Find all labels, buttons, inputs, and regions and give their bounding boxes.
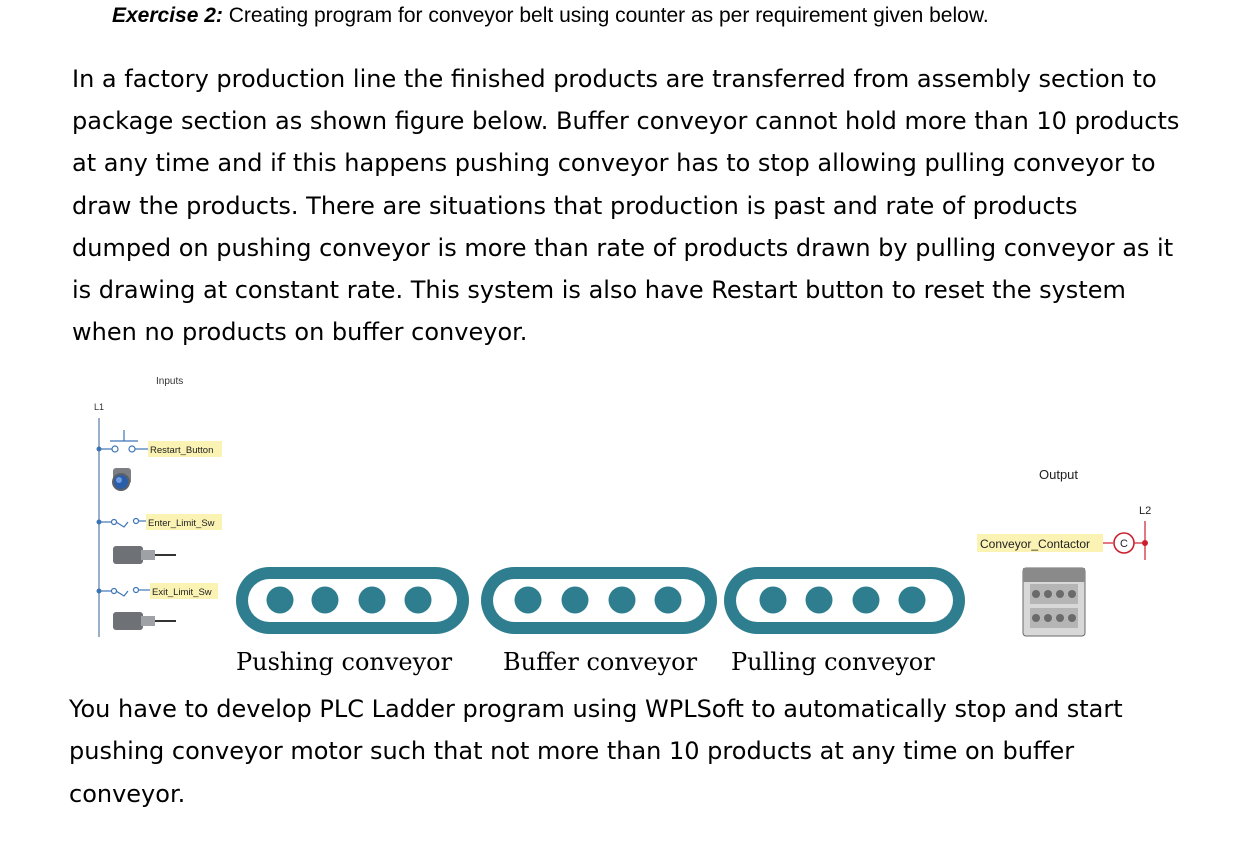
conveyor-roller [898,586,926,614]
task-line: conveyor. [69,779,186,808]
limit-switch-icon [113,612,176,630]
conveyor-roller [561,586,589,614]
pulling-conveyor [724,567,965,634]
conveyor-contactor-label: Conveyor_Contactor [980,537,1090,551]
intro-line: at any time and if this happens pushing … [72,149,1156,178]
exercise-heading: Exercise 2: Creating program for conveyo… [112,4,989,28]
limit-switch-lever [115,521,129,528]
label-highlight [146,514,222,530]
conveyor-roller [266,586,294,614]
conveyor-roller [654,586,682,614]
exercise-label: Exercise 2: [112,4,223,27]
exit-limit-label: Exit_Limit_Sw [152,587,212,598]
pushing-conveyor-label: Pushing conveyor [236,648,453,676]
restart-button-label: Restart_Button [150,445,213,456]
label-highlight [148,441,222,457]
buffer-conveyor-label: Buffer conveyor [503,648,698,676]
pulling-conveyor-label: Pulling conveyor [731,648,935,676]
exit-limit-rung: Exit_Limit_Sw [96,583,218,630]
intro-line: dumped on pushing conveyor is more than … [72,233,1174,262]
intro-line: when no products on buffer conveyor. [72,318,528,347]
intro-line: is drawing at constant rate. This system… [72,276,1126,305]
conveyor-roller [805,586,833,614]
intro-line: draw the products. There are situations … [72,191,1078,220]
enter-limit-rung: Enter_Limit_Sw [96,514,222,564]
limit-switch-lever [115,590,129,597]
pushing-conveyor [236,567,469,634]
label-highlight [977,534,1103,552]
conveyor-roller [311,586,339,614]
limit-switch-icon [113,546,176,564]
restart-button-rung: Restart_Button [96,430,222,491]
task-paragraph: You have to develop PLC Ladder program u… [69,688,1209,815]
l1-label: L1 [94,402,104,412]
pushbutton-icon [112,468,131,491]
output-label: Output [1039,467,1078,482]
contact-terminal [110,518,118,526]
contact-terminal [110,587,118,595]
conveyor-roller [514,586,542,614]
buffer-conveyor [481,567,717,634]
inputs-label: Inputs [156,376,183,387]
conveyor-figure: L1 Inputs Restart_Button Enter_Limit_Sw [94,376,1151,676]
task-line: You have to develop PLC Ladder program u… [69,695,1123,723]
conveyor-roller [358,586,386,614]
coil-letter: C [1120,538,1128,550]
conveyor-roller [608,586,636,614]
intro-line: In a factory production line the finishe… [72,65,1157,93]
enter-limit-label: Enter_Limit_Sw [148,518,215,529]
conveyor-roller [759,586,787,614]
contact-terminal [111,445,119,453]
exercise-title: Creating program for conveyor belt using… [222,4,989,27]
junction-dot [1142,540,1148,546]
contact-terminal [128,445,136,453]
contact-terminal [132,586,140,594]
intro-paragraph: In a factory production line the finishe… [72,58,1212,353]
contact-terminal [132,517,140,525]
conveyor-roller [404,586,432,614]
label-highlight [150,583,218,599]
l2-label: L2 [1139,505,1151,517]
intro-line: package section as shown figure below. B… [72,107,1180,136]
conveyor-roller [852,586,880,614]
task-line: pushing conveyor motor such that not mor… [69,737,1075,766]
contactor-device-icon [1022,567,1086,637]
